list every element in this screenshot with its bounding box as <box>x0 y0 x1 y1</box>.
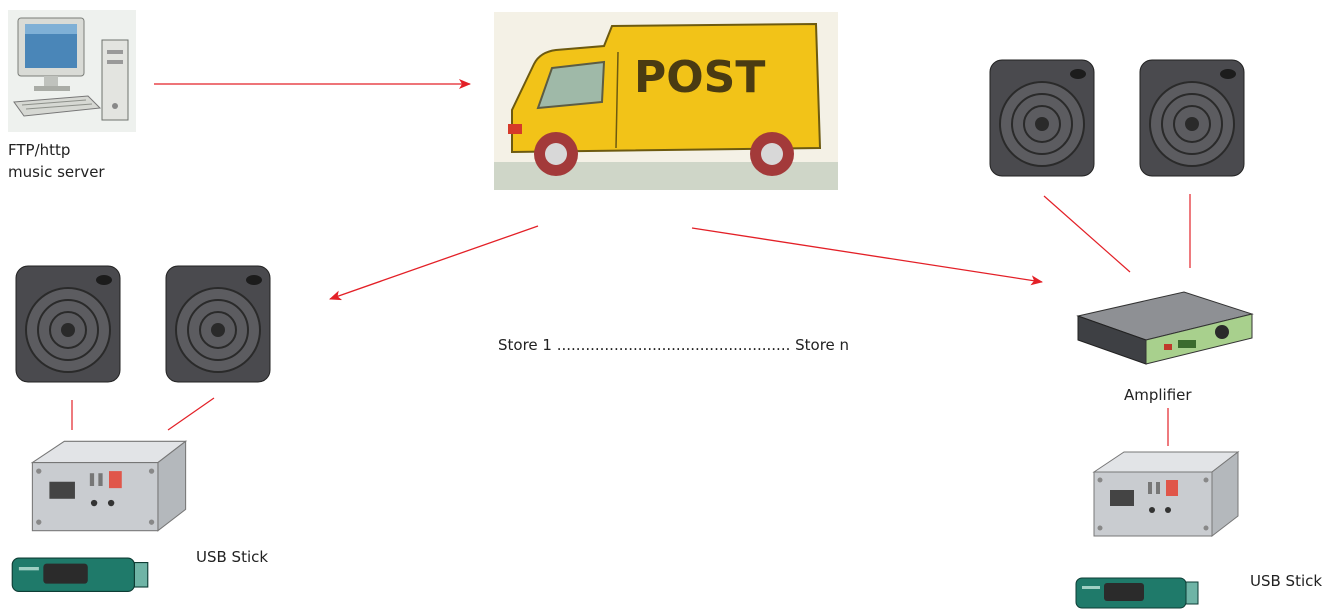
arrow-van-to-store-1 <box>330 226 538 299</box>
computer-icon <box>8 10 136 132</box>
speaker-icon-left-a <box>8 262 130 386</box>
line-speaker-left-b-to-player <box>168 398 214 430</box>
server-label-line2: music server <box>8 161 105 183</box>
usb-stick-label-left: USB Stick <box>196 546 268 568</box>
van-post-text: POST <box>634 52 765 103</box>
speaker-icon-right-a <box>982 56 1104 180</box>
server-label-line1: FTP/http <box>8 139 70 161</box>
arrow-van-to-store-n <box>692 228 1042 282</box>
usb-stick-icon-right <box>1074 572 1200 609</box>
line-speaker-right-a-to-amp <box>1044 196 1130 272</box>
stores-label: Store 1 ................................… <box>498 334 849 356</box>
post-van-illustration: POST <box>494 12 838 190</box>
amplifier-icon <box>1072 280 1258 380</box>
speaker-icon-right-b <box>1132 56 1254 180</box>
speaker-icon-left-b <box>158 262 280 386</box>
usb-stick-label-right: USB Stick <box>1250 570 1322 592</box>
media-player-icon-right <box>1088 446 1244 542</box>
usb-stick-icon-left <box>10 550 150 594</box>
media-player-icon-left <box>26 434 192 538</box>
amplifier-label: Amplifier <box>1124 384 1192 406</box>
